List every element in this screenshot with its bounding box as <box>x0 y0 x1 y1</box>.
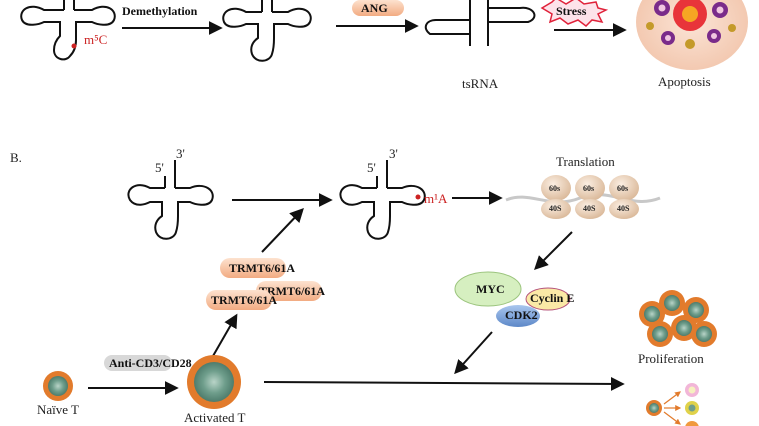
cdk2-to-timeline-arrow <box>454 331 493 375</box>
trmt-pill-2 <box>256 281 322 301</box>
m1a-site <box>415 194 421 200</box>
svg-text:40S: 40S <box>617 204 630 213</box>
svg-text:60s: 60s <box>617 184 628 193</box>
apoptotic-cell <box>636 0 748 70</box>
naive-t-label: Naïve T <box>37 402 79 417</box>
ribosome-3: 60s 40S <box>609 175 639 219</box>
m5c-label: m⁵C <box>84 32 107 47</box>
svg-text:60s: 60s <box>583 184 594 193</box>
trna1-five-prime: 5' <box>155 160 164 175</box>
svg-text:40S: 40S <box>583 204 596 213</box>
anti-cd-pill <box>104 355 172 371</box>
panel-a: m⁵C Demethylation ANG tsRNA Stress <box>20 0 748 91</box>
m1a-label: m¹A <box>424 191 448 206</box>
proliferation-label: Proliferation <box>638 351 704 366</box>
myc-ellipse <box>454 271 522 307</box>
activated-to-trmt-arrow <box>212 313 238 357</box>
svg-text:TRMT6/61A: TRMT6/61A <box>229 261 295 275</box>
trna1-three-prime: 3' <box>176 146 185 161</box>
svg-text:40S: 40S <box>549 204 562 213</box>
translation-label: Translation <box>556 154 615 169</box>
svg-text:60s: 60s <box>549 184 560 193</box>
cdk2-label: CDK2 <box>505 308 538 322</box>
panel-b-letter: B. <box>10 150 22 165</box>
naive-t-cell <box>43 371 73 401</box>
activated-to-proliferation-arrow <box>263 376 625 391</box>
cdk2-ellipse <box>496 305 540 327</box>
ribosome-2: 60s 40S <box>575 175 605 219</box>
ang-label: ANG <box>361 1 388 15</box>
cyclin-label: Cyclin E <box>530 291 574 305</box>
ribosome-1: 60s 40S <box>541 175 571 219</box>
activated-t-cell <box>187 355 241 409</box>
activated-t-label: Activated T <box>184 410 246 425</box>
trmt-pill-3 <box>206 290 272 310</box>
stress-label: Stress <box>556 4 587 18</box>
mrna-strand <box>505 193 661 204</box>
trmt-pill-1 <box>220 258 286 278</box>
cyclin-ellipse <box>525 287 571 311</box>
tsrna-structure <box>424 0 536 46</box>
anti-cd-label: Anti-CD3/CD28 <box>109 356 192 370</box>
tsrna-label: tsRNA <box>462 76 499 91</box>
trna2-three-prime: 3' <box>389 146 398 161</box>
svg-text:TRMT6/61A: TRMT6/61A <box>259 284 325 298</box>
trna2-structure <box>339 160 426 240</box>
trna-demethylated-structure <box>222 0 312 62</box>
svg-text:TRMT6/61A: TRMT6/61A <box>211 293 277 307</box>
differentiation-fan <box>646 383 699 426</box>
myc-label: MYC <box>476 282 505 296</box>
apoptosis-label: Apoptosis <box>658 74 711 89</box>
proliferation-cluster <box>639 290 717 347</box>
stress-burst <box>540 0 609 27</box>
translation-to-myc-arrow <box>534 231 573 270</box>
trmt-complex: TRMT6/61A TRMT6/61A TRMT6/61A <box>206 258 325 310</box>
trna-m5c-structure <box>20 0 116 61</box>
demethylation-label: Demethylation <box>122 4 198 18</box>
m5c-site <box>71 43 77 49</box>
panel-b: B. 5' 3' 5' 3' m¹A Translation 60s 40S <box>10 146 717 426</box>
trna1-structure <box>127 160 214 240</box>
trna2-five-prime: 5' <box>367 160 376 175</box>
ang-pill <box>352 0 404 16</box>
trmt-to-m1a-arrow <box>261 207 304 253</box>
